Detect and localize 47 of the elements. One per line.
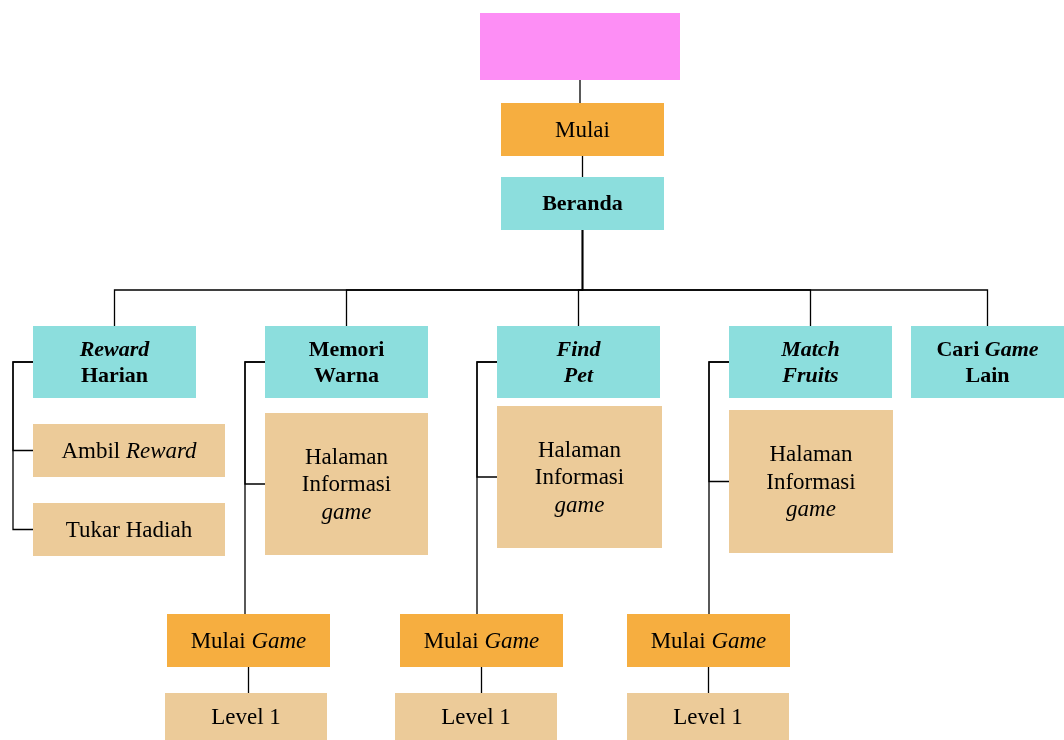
connector-line: [476, 361, 498, 615]
menu-box: [33, 326, 196, 398]
menu-box: [265, 326, 428, 398]
connector-line: [12, 361, 34, 531]
connector-line: [581, 155, 584, 178]
menu-box: [729, 326, 892, 398]
node-label: Mulai Game: [189, 626, 308, 655]
node-label: Ambil Reward: [60, 436, 198, 465]
connector-line: [244, 361, 266, 615]
menu-box: [497, 326, 660, 398]
connector-line: [579, 79, 581, 104]
title-box: [480, 13, 680, 80]
node-label: Halaman Informasi game: [765, 440, 857, 523]
page-box: [497, 406, 662, 548]
page-box: [33, 424, 225, 477]
connector-line: [581, 229, 989, 327]
connector-line: [708, 361, 730, 615]
node-label: Memori Warna: [307, 335, 386, 389]
page-box: [627, 693, 789, 740]
node-label: Beranda: [541, 190, 624, 217]
node-label: Find Pet: [555, 335, 602, 389]
connector-line: [247, 666, 250, 694]
node-label: Reward Harian: [78, 335, 151, 389]
page-box: [165, 693, 327, 740]
page-box: [265, 413, 428, 555]
connector-line: [480, 666, 483, 694]
process-box: [501, 103, 664, 156]
node-label: Level 1: [210, 702, 282, 731]
page-box: [33, 503, 225, 556]
node-label: Level 1: [672, 702, 744, 731]
page-box: [395, 693, 557, 740]
node-label: Mulai Game: [422, 626, 541, 655]
node-label: Level 1: [440, 702, 512, 731]
node-label: Mulai: [554, 115, 611, 144]
node-label: Cari Game Lain: [935, 335, 1040, 389]
node-label: Mulai Game: [649, 626, 768, 655]
process-box: [627, 614, 790, 667]
node-label: Tukar Hadiah: [64, 515, 194, 544]
node-label: Halaman Informasi game: [300, 442, 393, 526]
process-box: [167, 614, 330, 667]
connector-line: [707, 666, 710, 694]
node-label: Match Fruits: [780, 335, 841, 389]
node-label: Halaman Informasi game: [533, 435, 626, 519]
menu-box: [501, 177, 664, 230]
page-box: [729, 410, 893, 553]
process-box: [400, 614, 563, 667]
menu-box: [911, 326, 1064, 398]
